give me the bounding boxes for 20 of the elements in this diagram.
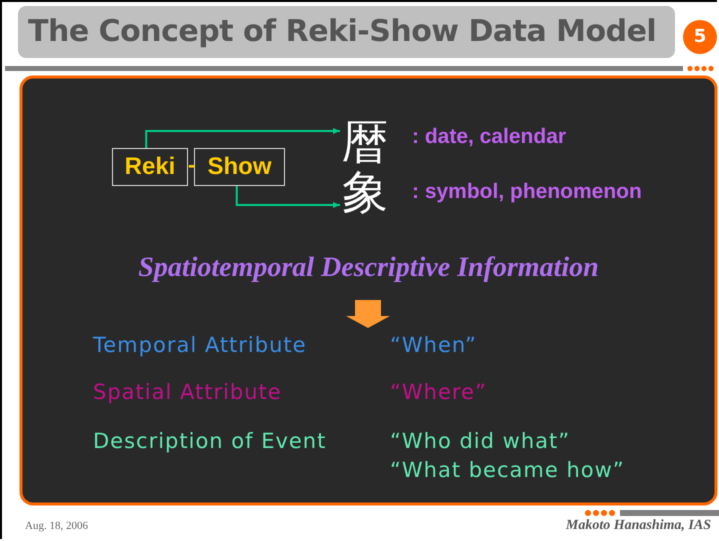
attribute-text: Spatial Attribute (93, 380, 282, 404)
meaning-text: : symbol, phenomenon (412, 180, 642, 204)
kanji-character: 象 (340, 168, 390, 218)
quote-text: “What became how” (390, 458, 625, 482)
quote-text: “Who did what” (390, 429, 570, 453)
arrow (145, 128, 340, 148)
quote-text: “Where” (390, 380, 487, 404)
quote-text: “When” (390, 333, 477, 357)
word-box: Reki (112, 148, 188, 186)
attribute-text: Temporal Attribute (93, 333, 307, 357)
heading-text: Spatiotemporal Descriptive Information (137, 252, 600, 284)
slide-number: 5 (683, 20, 717, 54)
author-text: Makoto Hanashima, IAS (566, 518, 711, 534)
slide-title: The Concept of Reki-Show Data Model (18, 6, 675, 58)
kanji-character: 暦 (340, 118, 390, 168)
attribute-text: Description of Event (93, 429, 326, 453)
date-text: Aug. 18, 2006 (25, 520, 88, 532)
word-box: Show (194, 148, 285, 186)
arrow (236, 186, 340, 208)
meaning-text: : date, calendar (412, 125, 566, 149)
